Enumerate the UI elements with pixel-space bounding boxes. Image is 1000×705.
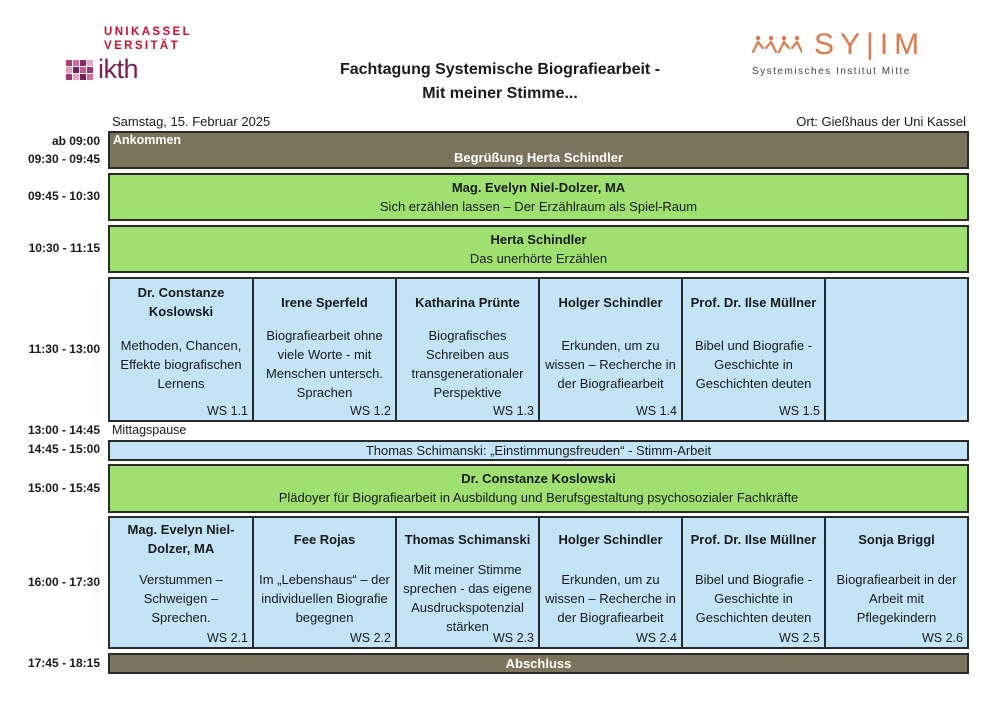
- ikth-logo: ikth: [66, 52, 156, 92]
- talk-speaker: Dr. Constanze Koslowski: [461, 471, 616, 486]
- ikth-wordmark: ikth: [98, 54, 139, 84]
- workshop-code: WS 2.2: [350, 631, 391, 645]
- workshop-code: WS 2.3: [493, 631, 534, 645]
- workshop-cell: Sonja Briggl Biografiearbeit in der Arbe…: [826, 518, 967, 647]
- workshop-round-2: Mag. Evelyn Niel-Dolzer, MA Verstummen –…: [108, 516, 969, 649]
- workshop-topic: Bibel und Biografie - Geschichte in Gesc…: [694, 337, 813, 391]
- workshop-round-1: Dr. Constanze Koslowski Methoden, Chance…: [108, 277, 969, 422]
- time-slot: 16:00 - 17:30: [27, 575, 100, 589]
- workshop-code: WS 1.5: [779, 404, 820, 418]
- syim-logo: SY|IM Systemisches Institut Mitte: [752, 28, 942, 84]
- time-slot: 10:30 - 11:15: [28, 241, 100, 255]
- workshop-code: WS 1.1: [207, 404, 248, 418]
- workshop-topic: Erkunden, um zu wissen – Recherche in de…: [545, 337, 676, 391]
- time-slot: 11:30 - 13:00: [28, 342, 100, 356]
- arrival-label: Ankommen: [113, 133, 182, 147]
- page-title: Fachtagung Systemische Biografiearbeit -…: [280, 58, 720, 106]
- time-slot: 17:45 - 18:15: [27, 656, 100, 670]
- workshop-speaker: Fee Rojas: [293, 531, 356, 547]
- uni-kassel-logo: UNIKASSEL VERSITÄT: [104, 26, 230, 86]
- time-slot: ab 09:00: [51, 134, 100, 148]
- workshop-code: WS 2.1: [207, 631, 248, 645]
- talk-speaker: Herta Schindler: [490, 232, 587, 247]
- workshop-topic: Mit meiner Stimme sprechen - das eigene …: [403, 562, 532, 634]
- talk-topic: Das unerhörte Erzählen: [469, 251, 608, 266]
- workshop-topic: Erkunden, um zu wissen – Recherche in de…: [545, 571, 676, 625]
- event-date: Samstag, 15. Februar 2025: [112, 114, 271, 129]
- talk-speaker: Mag. Evelyn Niel-Dolzer, MA: [451, 180, 626, 195]
- workshop-speaker: Mag. Evelyn Niel-Dolzer, MA: [127, 522, 235, 556]
- talk-block: Herta Schindler Das unerhörte Erzählen: [108, 225, 969, 273]
- workshop-cell: Mag. Evelyn Niel-Dolzer, MA Verstummen –…: [110, 518, 254, 647]
- voice-session: Thomas Schimanski: „Einstimmungsfreuden“…: [108, 440, 969, 461]
- workshop-cell: Dr. Constanze Koslowski Methoden, Chance…: [110, 279, 254, 420]
- syim-wordmark: SY|IM: [814, 28, 926, 61]
- workshop-cell: Holger Schindler Erkunden, um zu wissen …: [540, 518, 683, 647]
- lunch-break: Mittagspause: [112, 423, 187, 437]
- time-slot: 13:00 - 14:45: [27, 423, 100, 437]
- workshop-speaker: Thomas Schimanski: [404, 531, 531, 547]
- title-line2: Mit meiner Stimme...: [422, 85, 578, 102]
- time-slot: 09:30 - 09:45: [27, 152, 100, 166]
- talk-topic: Plädoyer für Biografiearbeit in Ausbildu…: [278, 490, 799, 505]
- workshop-topic: Biografisches Schreiben aus transgenerat…: [411, 328, 524, 400]
- workshop-code: WS 1.3: [493, 404, 534, 418]
- syim-subtitle: Systemisches Institut Mitte: [752, 66, 911, 77]
- workshop-topic: Methoden, Chancen, Effekte biografischen…: [120, 337, 242, 391]
- workshop-topic: Im „Lebenshaus“ – der individuellen Biog…: [259, 571, 390, 625]
- workshop-cell: Irene Sperfeld Biografiearbeit ohne viel…: [254, 279, 397, 420]
- time-slot: 14:45 - 15:00: [27, 442, 100, 456]
- workshop-cell-empty: [826, 279, 967, 420]
- uni-logo-line1: UNIKASSEL: [104, 26, 193, 38]
- title-line1: Fachtagung Systemische Biografiearbeit -: [339, 61, 661, 78]
- workshop-speaker: Irene Sperfeld: [281, 294, 368, 310]
- workshop-speaker: Sonja Briggl: [858, 531, 935, 547]
- closing-block: Abschluss: [108, 653, 969, 674]
- workshop-code: WS 2.6: [922, 631, 963, 645]
- ikth-mosaic-icon: [66, 60, 93, 80]
- workshop-cell: Prof. Dr. Ilse Müllner Bibel und Biograf…: [683, 518, 826, 647]
- talk-topic: Sich erzählen lassen – Der Erzählraum al…: [379, 199, 698, 214]
- arrival-block: Ankommen Begrüßung Herta Schindler: [108, 131, 969, 169]
- workshop-cell: Fee Rojas Im „Lebenshaus“ – der individu…: [254, 518, 397, 647]
- time-slot: 09:45 - 10:30: [27, 189, 100, 203]
- workshop-cell: Holger Schindler Erkunden, um zu wissen …: [540, 279, 683, 420]
- workshop-cell: Thomas Schimanski Mit meiner Stimme spre…: [397, 518, 540, 647]
- talk-block: Dr. Constanze Koslowski Plädoyer für Bio…: [108, 464, 969, 513]
- workshop-speaker: Dr. Constanze Koslowski: [137, 285, 225, 319]
- workshop-speaker: Prof. Dr. Ilse Müllner: [690, 294, 817, 310]
- people-figures-icon: [752, 35, 802, 54]
- workshop-topic: Bibel und Biografie - Geschichte in Gesc…: [694, 571, 813, 625]
- workshop-code: WS 2.5: [779, 631, 820, 645]
- workshop-cell: Prof. Dr. Ilse Müllner Bibel und Biograf…: [683, 279, 826, 420]
- workshop-speaker: Katharina Prünte: [415, 294, 520, 310]
- workshop-topic: Biografiearbeit ohne viele Worte - mit M…: [265, 328, 384, 400]
- workshop-code: WS 2.4: [636, 631, 677, 645]
- workshop-topic: Verstummen – Schweigen – Sprechen.: [139, 571, 223, 625]
- event-location: Ort: Gießhaus der Uni Kassel: [796, 114, 966, 129]
- time-slot: 15:00 - 15:45: [27, 481, 100, 495]
- welcome-label: Begrüßung Herta Schindler: [453, 150, 624, 165]
- workshop-topic: Biografiearbeit in der Arbeit mit Pflege…: [836, 571, 957, 625]
- workshop-speaker: Holger Schindler: [558, 294, 663, 310]
- workshop-speaker: Holger Schindler: [558, 531, 663, 547]
- uni-logo-line2: VERSITÄT: [104, 40, 181, 52]
- talk-block: Mag. Evelyn Niel-Dolzer, MA Sich erzähle…: [108, 173, 969, 221]
- workshop-code: WS 1.4: [636, 404, 677, 418]
- workshop-speaker: Prof. Dr. Ilse Müllner: [690, 531, 817, 547]
- workshop-cell: Katharina Prünte Biografisches Schreiben…: [397, 279, 540, 420]
- workshop-code: WS 1.2: [350, 404, 391, 418]
